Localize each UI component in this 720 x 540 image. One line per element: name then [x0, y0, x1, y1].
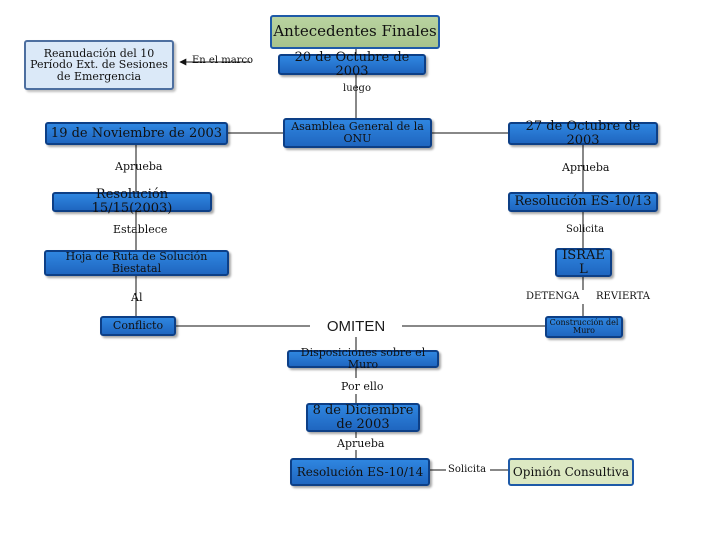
node-omiten: OMITEN [310, 316, 402, 337]
node-antecedentes-text: Antecedentes Finales [273, 22, 437, 41]
node-asamblea: Asamblea General de la ONU [283, 118, 432, 148]
node-reanudacion-text: Reanudación del 10 Período Ext. de Sesio… [30, 46, 168, 83]
node-opinion-text: Opinión Consultiva [512, 464, 630, 479]
node-construccion-text: Construcción del Muro [549, 317, 619, 335]
label-al: Al [131, 291, 143, 304]
label-solicita-bottom: Solicita [448, 464, 487, 475]
node-opinion: Opinión Consultiva [508, 458, 634, 486]
node-oct20-text: 20 de Octubre de 2003 [294, 49, 410, 79]
label-aprueba-right: Aprueba [562, 161, 610, 174]
node-res1013: Resolución ES-10/13 [508, 192, 658, 212]
label-aprueba-bottom: Aprueba [337, 437, 385, 450]
label-revierta: REVIERTA [596, 291, 650, 302]
label-establece: Establece [113, 223, 168, 236]
node-reanudacion: Reanudación del 10 Período Ext. de Sesio… [24, 40, 174, 90]
label-aprueba-left: Aprueba [115, 160, 163, 173]
node-construccion: Construcción del Muro [545, 316, 623, 338]
node-oct27: 27 de Octubre de 2003 [508, 118, 658, 148]
node-dic8: 8 de Diciembre de 2003 [306, 403, 420, 432]
node-hoja-ruta: Hoja de Ruta de Solución Biestatal [44, 250, 229, 276]
node-res1515-text: Resolución 15/15(2003) [91, 187, 173, 216]
label-luego: luego [343, 83, 371, 94]
label-detenga: DETENGA [526, 291, 580, 302]
label-por-ello: Por ello [341, 380, 384, 393]
node-omiten-text: OMITEN [326, 317, 386, 335]
node-hoja-ruta-text: Hoja de Ruta de Solución Biestatal [65, 250, 208, 275]
node-oct27-text: 27 de Octubre de 2003 [525, 118, 641, 148]
node-res1014-text: Resolución ES-10/14 [296, 464, 424, 479]
label-en-el-marco: En el marco [192, 55, 254, 66]
node-res1014: Resolución ES-10/14 [290, 458, 430, 486]
node-israel-text: ISRAE L [562, 247, 605, 277]
node-oct20: 20 de Octubre de 2003 [278, 49, 426, 79]
node-disposiciones: Disposiciones sobre el Muro [287, 346, 439, 371]
node-conflicto: Conflicto [100, 316, 176, 336]
node-dic8-text: 8 de Diciembre de 2003 [312, 402, 414, 432]
node-conflicto-text: Conflicto [112, 319, 164, 333]
node-nov19: 19 de Noviembre de 2003 [45, 122, 228, 145]
node-israel: ISRAE L [555, 248, 612, 277]
node-disposiciones-text: Disposiciones sobre el Muro [300, 346, 426, 371]
node-nov19-text: 19 de Noviembre de 2003 [50, 125, 223, 141]
node-asamblea-text: Asamblea General de la ONU [291, 120, 424, 145]
node-res1515: Resolución 15/15(2003) [52, 188, 212, 215]
node-res1013-text: Resolución ES-10/13 [514, 194, 652, 210]
node-antecedentes: Antecedentes Finales [270, 15, 440, 49]
label-solicita-right: Solicita [566, 224, 605, 235]
